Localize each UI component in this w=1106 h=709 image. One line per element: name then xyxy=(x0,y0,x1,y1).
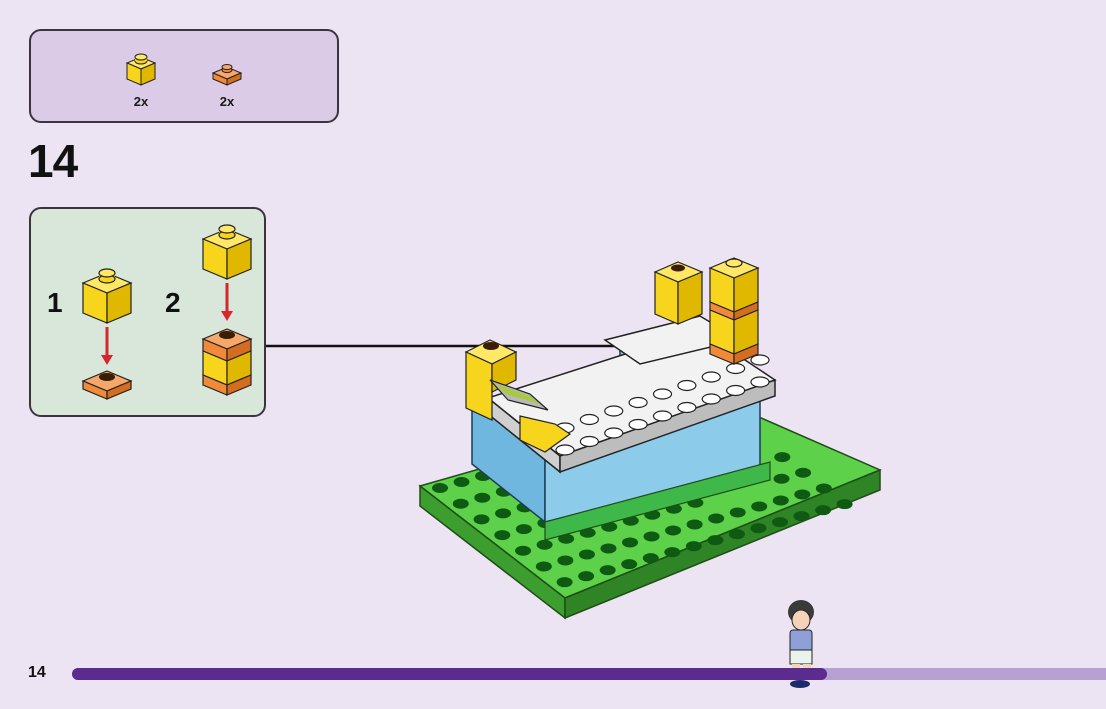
part-yellow-brick: 2x xyxy=(123,51,159,109)
sub-step-number: 1 xyxy=(47,287,63,318)
progress-fill xyxy=(72,668,827,680)
yellow-corner-right xyxy=(653,261,704,325)
sub-assembly-box: 1 2 xyxy=(29,207,266,417)
stacked-brick-icon xyxy=(201,328,253,396)
sub-step-number: 2 xyxy=(165,287,181,318)
part-qty: 2x xyxy=(219,94,235,109)
orange-plate-icon xyxy=(211,64,243,86)
progress-bar xyxy=(72,668,1106,680)
yellow-brick-icon xyxy=(201,224,253,280)
blue-wall xyxy=(471,390,771,541)
sub-assembly-illustration xyxy=(81,224,253,400)
part-orange-plate: 2x xyxy=(209,59,245,109)
yellow-brick-stack-new xyxy=(708,257,760,365)
part-qty: 2x xyxy=(133,94,149,109)
parts-callout: 2x 2x xyxy=(29,29,339,123)
page-number: 14 xyxy=(28,664,46,681)
white-studs xyxy=(555,354,770,456)
arrow-down-icon xyxy=(221,283,233,321)
yellow-brick-icon xyxy=(81,268,133,324)
step-number: 14 xyxy=(28,135,78,187)
yellow-corner-left xyxy=(464,339,572,453)
orange-plate-icon xyxy=(81,370,133,400)
arrow-down-icon xyxy=(101,327,113,365)
yellow-brick-icon xyxy=(125,53,157,86)
